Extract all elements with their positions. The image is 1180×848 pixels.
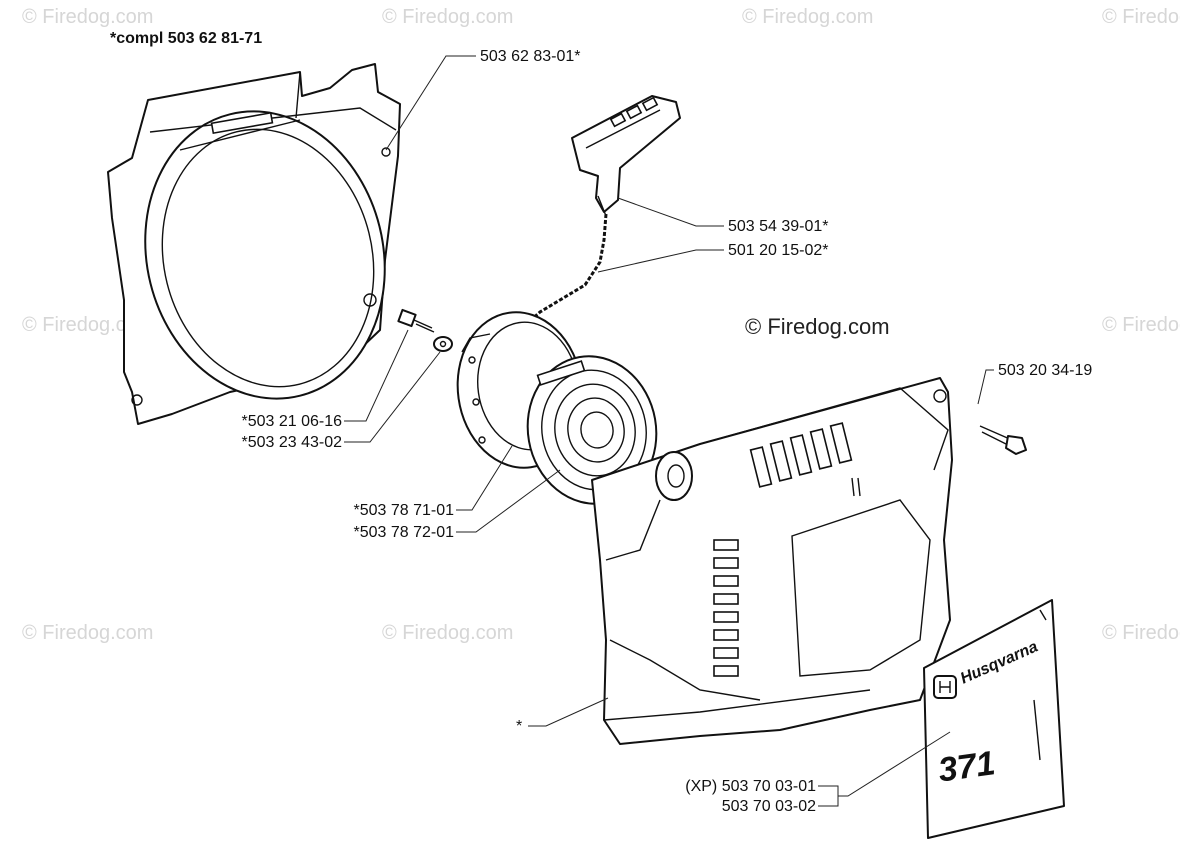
recoil-spring-part [526,355,658,505]
watermark: © Firedog.com [1102,6,1180,28]
starter-handle-part [571,95,681,217]
screw-washer-left-part [397,308,453,352]
assembly-label: *compl 503 62 81-71 [110,30,263,47]
callout-cord: 501 20 15-02* [728,242,829,259]
watermark: © Firedog.com [1102,314,1180,336]
watermark: © Firedog.com [382,622,514,644]
watermark: © Firedog.com [1102,622,1180,644]
fan-housing-part [107,63,401,425]
callout-decal-std: 503 70 03-02 [721,798,816,815]
callout-cover: * [516,718,523,735]
callout-screw-right: 503 20 34-19 [998,362,1093,379]
callout-handle: 503 54 39-01* [728,218,829,235]
callout-decal-xp: (XP) 503 70 03-01 [685,778,816,795]
decal-part [923,599,1065,839]
watermark: © Firedog.com [22,622,154,644]
callout-washer: *503 23 43-02 [241,434,342,451]
watermark: © Firedog.com [22,6,154,28]
callout-screw-left: *503 21 06-16 [241,413,342,430]
leader-lines [344,55,994,807]
starter-cord-part [518,213,608,332]
watermark-center: © Firedog.com [745,314,890,339]
starter-cover-part [591,377,953,745]
watermark: © Firedog.com [382,6,514,28]
callout-fan-housing: 503 62 83-01* [480,48,581,65]
watermark: © Firedog.com [742,6,874,28]
callout-spring: *503 78 72-01 [353,524,454,541]
watermark: © Firedog.com [22,314,154,336]
callout-pulley: *503 78 71-01 [353,502,454,519]
screw-right-part [979,425,1027,455]
decal-model: 371 [936,744,998,790]
